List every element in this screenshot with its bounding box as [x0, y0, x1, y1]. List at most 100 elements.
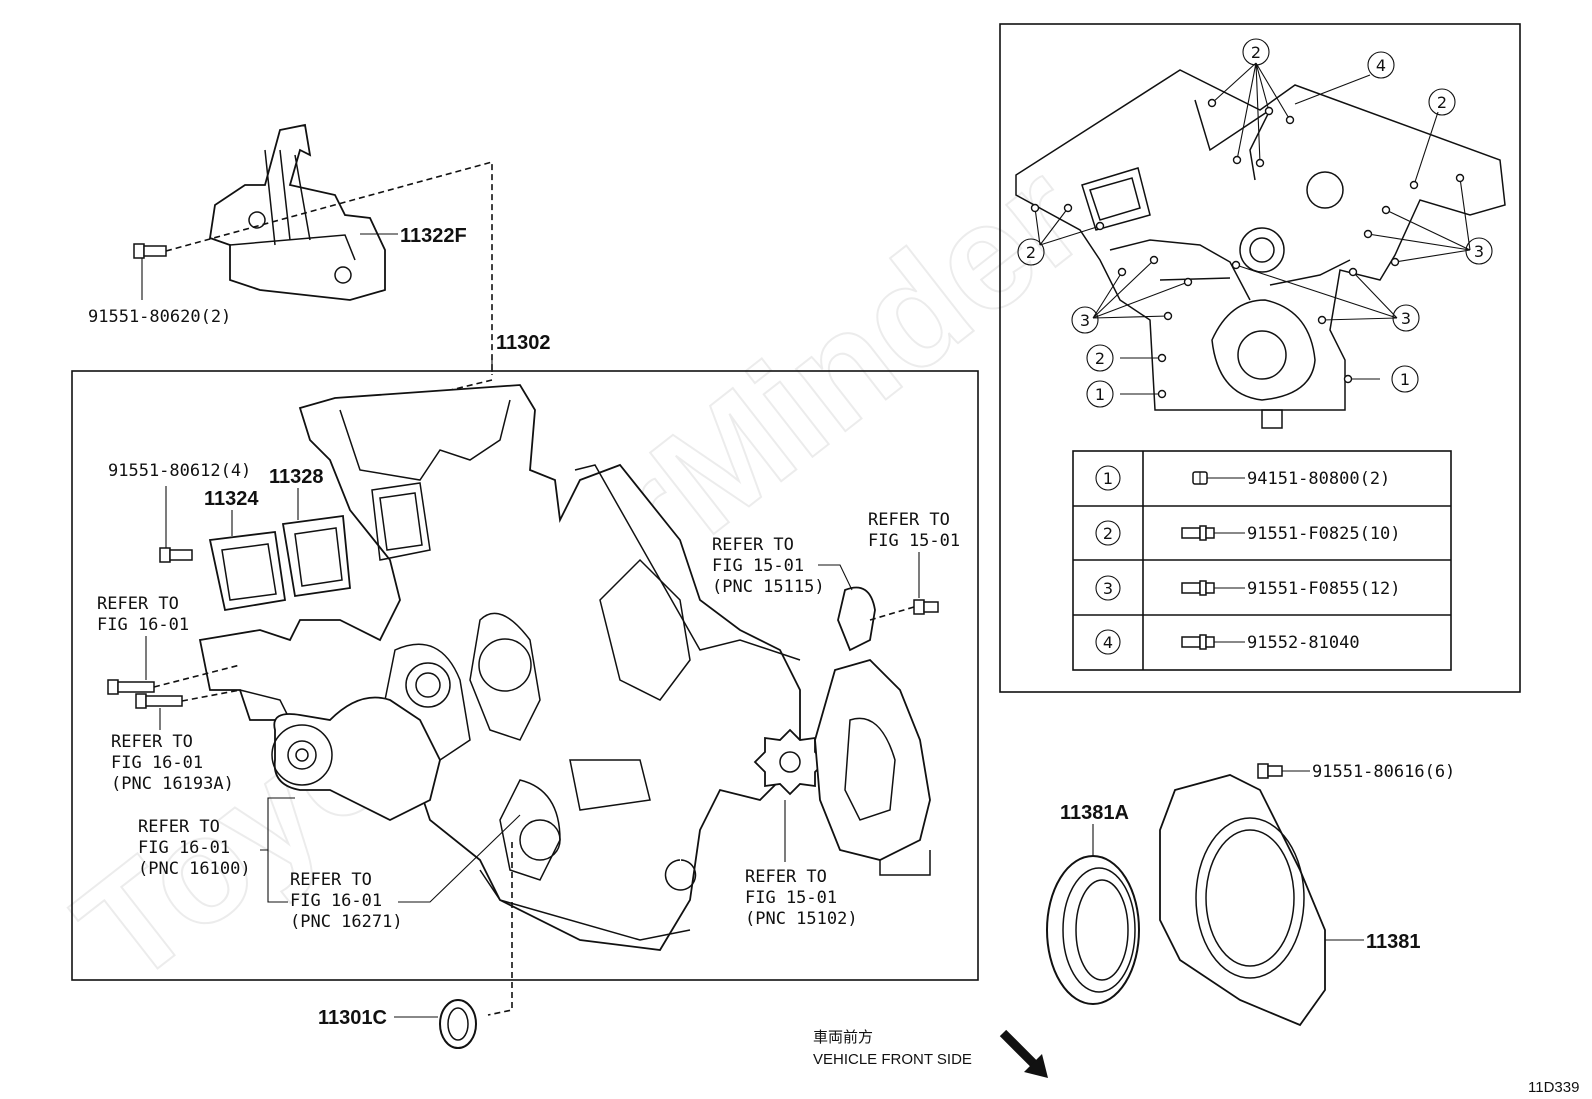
direction-label-en: VEHICLE FRONT SIDE: [813, 1051, 972, 1068]
refer-fig-15-01-top-right: REFER TO FIG 15-01: [868, 510, 960, 598]
svg-text:2: 2: [1095, 349, 1105, 368]
svg-text:REFER TO: REFER TO: [712, 535, 794, 555]
refer-fig-15-01-pnc-15115: REFER TO FIG 15-01 (PNC 15115): [712, 535, 853, 597]
svg-text:91551-F0855(12): 91551-F0855(12): [1247, 579, 1401, 599]
label-gasket: 11328: [269, 466, 324, 488]
svg-text:2: 2: [1103, 524, 1113, 543]
svg-text:REFER TO: REFER TO: [97, 594, 179, 614]
gasket-11328: [281, 514, 351, 598]
svg-text:2: 2: [1026, 243, 1036, 262]
bolt-table-row-2: 2 91551-F0825(10): [1095, 520, 1401, 546]
svg-text:FIG 16-01: FIG 16-01: [138, 838, 230, 858]
svg-text:(PNC 16193A): (PNC 16193A): [111, 774, 234, 794]
svg-text:91551-F0825(10): 91551-F0825(10): [1247, 524, 1401, 544]
marker-1-left: 1: [1086, 380, 1114, 408]
bolt-table-row-3: 3 91551-F0855(12): [1095, 575, 1401, 601]
label-front-cover: 11302: [496, 332, 551, 354]
svg-text:1: 1: [1103, 469, 1113, 488]
bracket-11322f: [208, 123, 386, 301]
bolt-table-row-1: 1 94151-80800(2): [1095, 465, 1390, 491]
svg-text:94151-80800(2): 94151-80800(2): [1247, 469, 1390, 489]
svg-text:3: 3: [1103, 579, 1113, 598]
right-bolt: [869, 599, 939, 621]
refer-fig-16-01-pnc-16271: REFER TO FIG 16-01 (PNC 16271): [267, 814, 521, 932]
label-rear-seal: 11381A: [1060, 802, 1129, 824]
svg-text:FIG 16-01: FIG 16-01: [290, 891, 382, 911]
marker-2-top: 2: [1242, 38, 1270, 66]
inset-markers: 2 4 2 2 3 3 3 2 1 1: [1017, 38, 1493, 408]
svg-text:FIG 16-01: FIG 16-01: [97, 615, 189, 635]
marker-1-right: 1: [1391, 365, 1419, 393]
svg-text:REFER TO: REFER TO: [138, 817, 220, 837]
inset-frame: [999, 23, 1521, 693]
marker-3-right-lower: 3: [1392, 304, 1420, 332]
bolt-table: 1 94151-80800(2) 2 91551-F0825(10) 3: [1072, 450, 1452, 671]
marker-3-right-upper: 3: [1465, 237, 1493, 265]
label-rear-retainer: 11381: [1366, 931, 1421, 953]
svg-text:FIG 16-01: FIG 16-01: [111, 753, 203, 773]
svg-text:2: 2: [1437, 93, 1447, 112]
water-pump: [271, 696, 441, 822]
svg-text:3: 3: [1474, 242, 1484, 261]
label-cover-bolt: 91551-80612(4): [108, 461, 251, 481]
bolt-table-row-4: 4 91552-81040: [1095, 629, 1360, 655]
svg-text:4: 4: [1376, 56, 1386, 75]
inset-bolt-points: [1030, 98, 1465, 399]
svg-text:REFER TO: REFER TO: [111, 732, 193, 752]
svg-text:91552-81040: 91552-81040: [1247, 633, 1360, 653]
svg-text:3: 3: [1080, 311, 1090, 330]
marker-4-top: 4: [1367, 51, 1395, 79]
figure-id: 11D339: [1528, 1079, 1579, 1096]
flange-bolt-icon: [1181, 634, 1215, 650]
refer-fig-16-01-pnc-16193a: REFER TO FIG 16-01 (PNC 16193A): [111, 708, 234, 794]
flange-nut-icon: [1192, 471, 1208, 485]
direction-label-jp: 車両前方: [813, 1029, 873, 1046]
marker-3-left: 3: [1071, 306, 1099, 334]
refer-fig-15-01-pnc-15102: REFER TO FIG 15-01 (PNC 15102): [745, 800, 858, 929]
retainer-bolt: [1257, 763, 1283, 779]
bracket-dash-line: [165, 160, 493, 375]
flange-bolt-icon: [1181, 580, 1215, 596]
refer-fig-16-01-upper: REFER TO FIG 16-01: [97, 594, 189, 680]
marker-2-right: 2: [1428, 88, 1456, 116]
rear-oil-seal-retainer: [1159, 774, 1326, 1027]
main-assembly-frame: [71, 370, 979, 981]
flange-bolt-icon: [1181, 525, 1215, 541]
svg-text:REFER TO: REFER TO: [290, 870, 372, 890]
svg-text:2: 2: [1251, 43, 1261, 62]
svg-text:(PNC 16100): (PNC 16100): [138, 859, 251, 879]
svg-text:FIG 15-01: FIG 15-01: [712, 556, 804, 576]
bracket-bolt: [133, 243, 167, 259]
svg-text:4: 4: [1103, 633, 1113, 652]
water-inlet-bolts: [107, 664, 241, 709]
svg-text:(PNC 15115): (PNC 15115): [712, 577, 825, 597]
timing-chain-cover: [198, 384, 801, 951]
label-bracket-bolt: 91551-80620(2): [88, 307, 231, 327]
marker-2-left: 2: [1017, 238, 1045, 266]
label-retainer-bolt: 91551-80616(6): [1312, 762, 1455, 782]
plate-11324: [208, 530, 287, 612]
oil-pump-body: [814, 586, 931, 876]
svg-text:(PNC 15102): (PNC 15102): [745, 909, 858, 929]
svg-text:REFER TO: REFER TO: [745, 867, 827, 887]
svg-text:1: 1: [1095, 385, 1105, 404]
svg-text:REFER TO: REFER TO: [868, 510, 950, 530]
cover-bolt: [159, 547, 193, 563]
refer-fig-16-01-pnc-16100: REFER TO FIG 16-01 (PNC 16100): [138, 797, 295, 879]
inset-leaders: [1034, 62, 1471, 395]
svg-text:FIG 15-01: FIG 15-01: [868, 531, 960, 551]
svg-text:(PNC 16271): (PNC 16271): [290, 912, 403, 932]
vehicle-front-arrow-icon: [999, 1029, 1048, 1078]
label-front-seal: 11301C: [318, 1007, 387, 1029]
front-oil-seal: [439, 999, 477, 1049]
svg-text:1: 1: [1400, 370, 1410, 389]
front-seal-dash-line: [487, 842, 513, 1016]
inset-cover-outline: [1015, 69, 1506, 429]
svg-text:3: 3: [1401, 309, 1411, 328]
rear-oil-seal: [1046, 855, 1140, 1005]
svg-text:FIG 15-01: FIG 15-01: [745, 888, 837, 908]
label-plate: 11324: [204, 488, 259, 510]
label-bracket: 11322F: [400, 225, 467, 247]
marker-2-lower-left: 2: [1086, 344, 1114, 372]
